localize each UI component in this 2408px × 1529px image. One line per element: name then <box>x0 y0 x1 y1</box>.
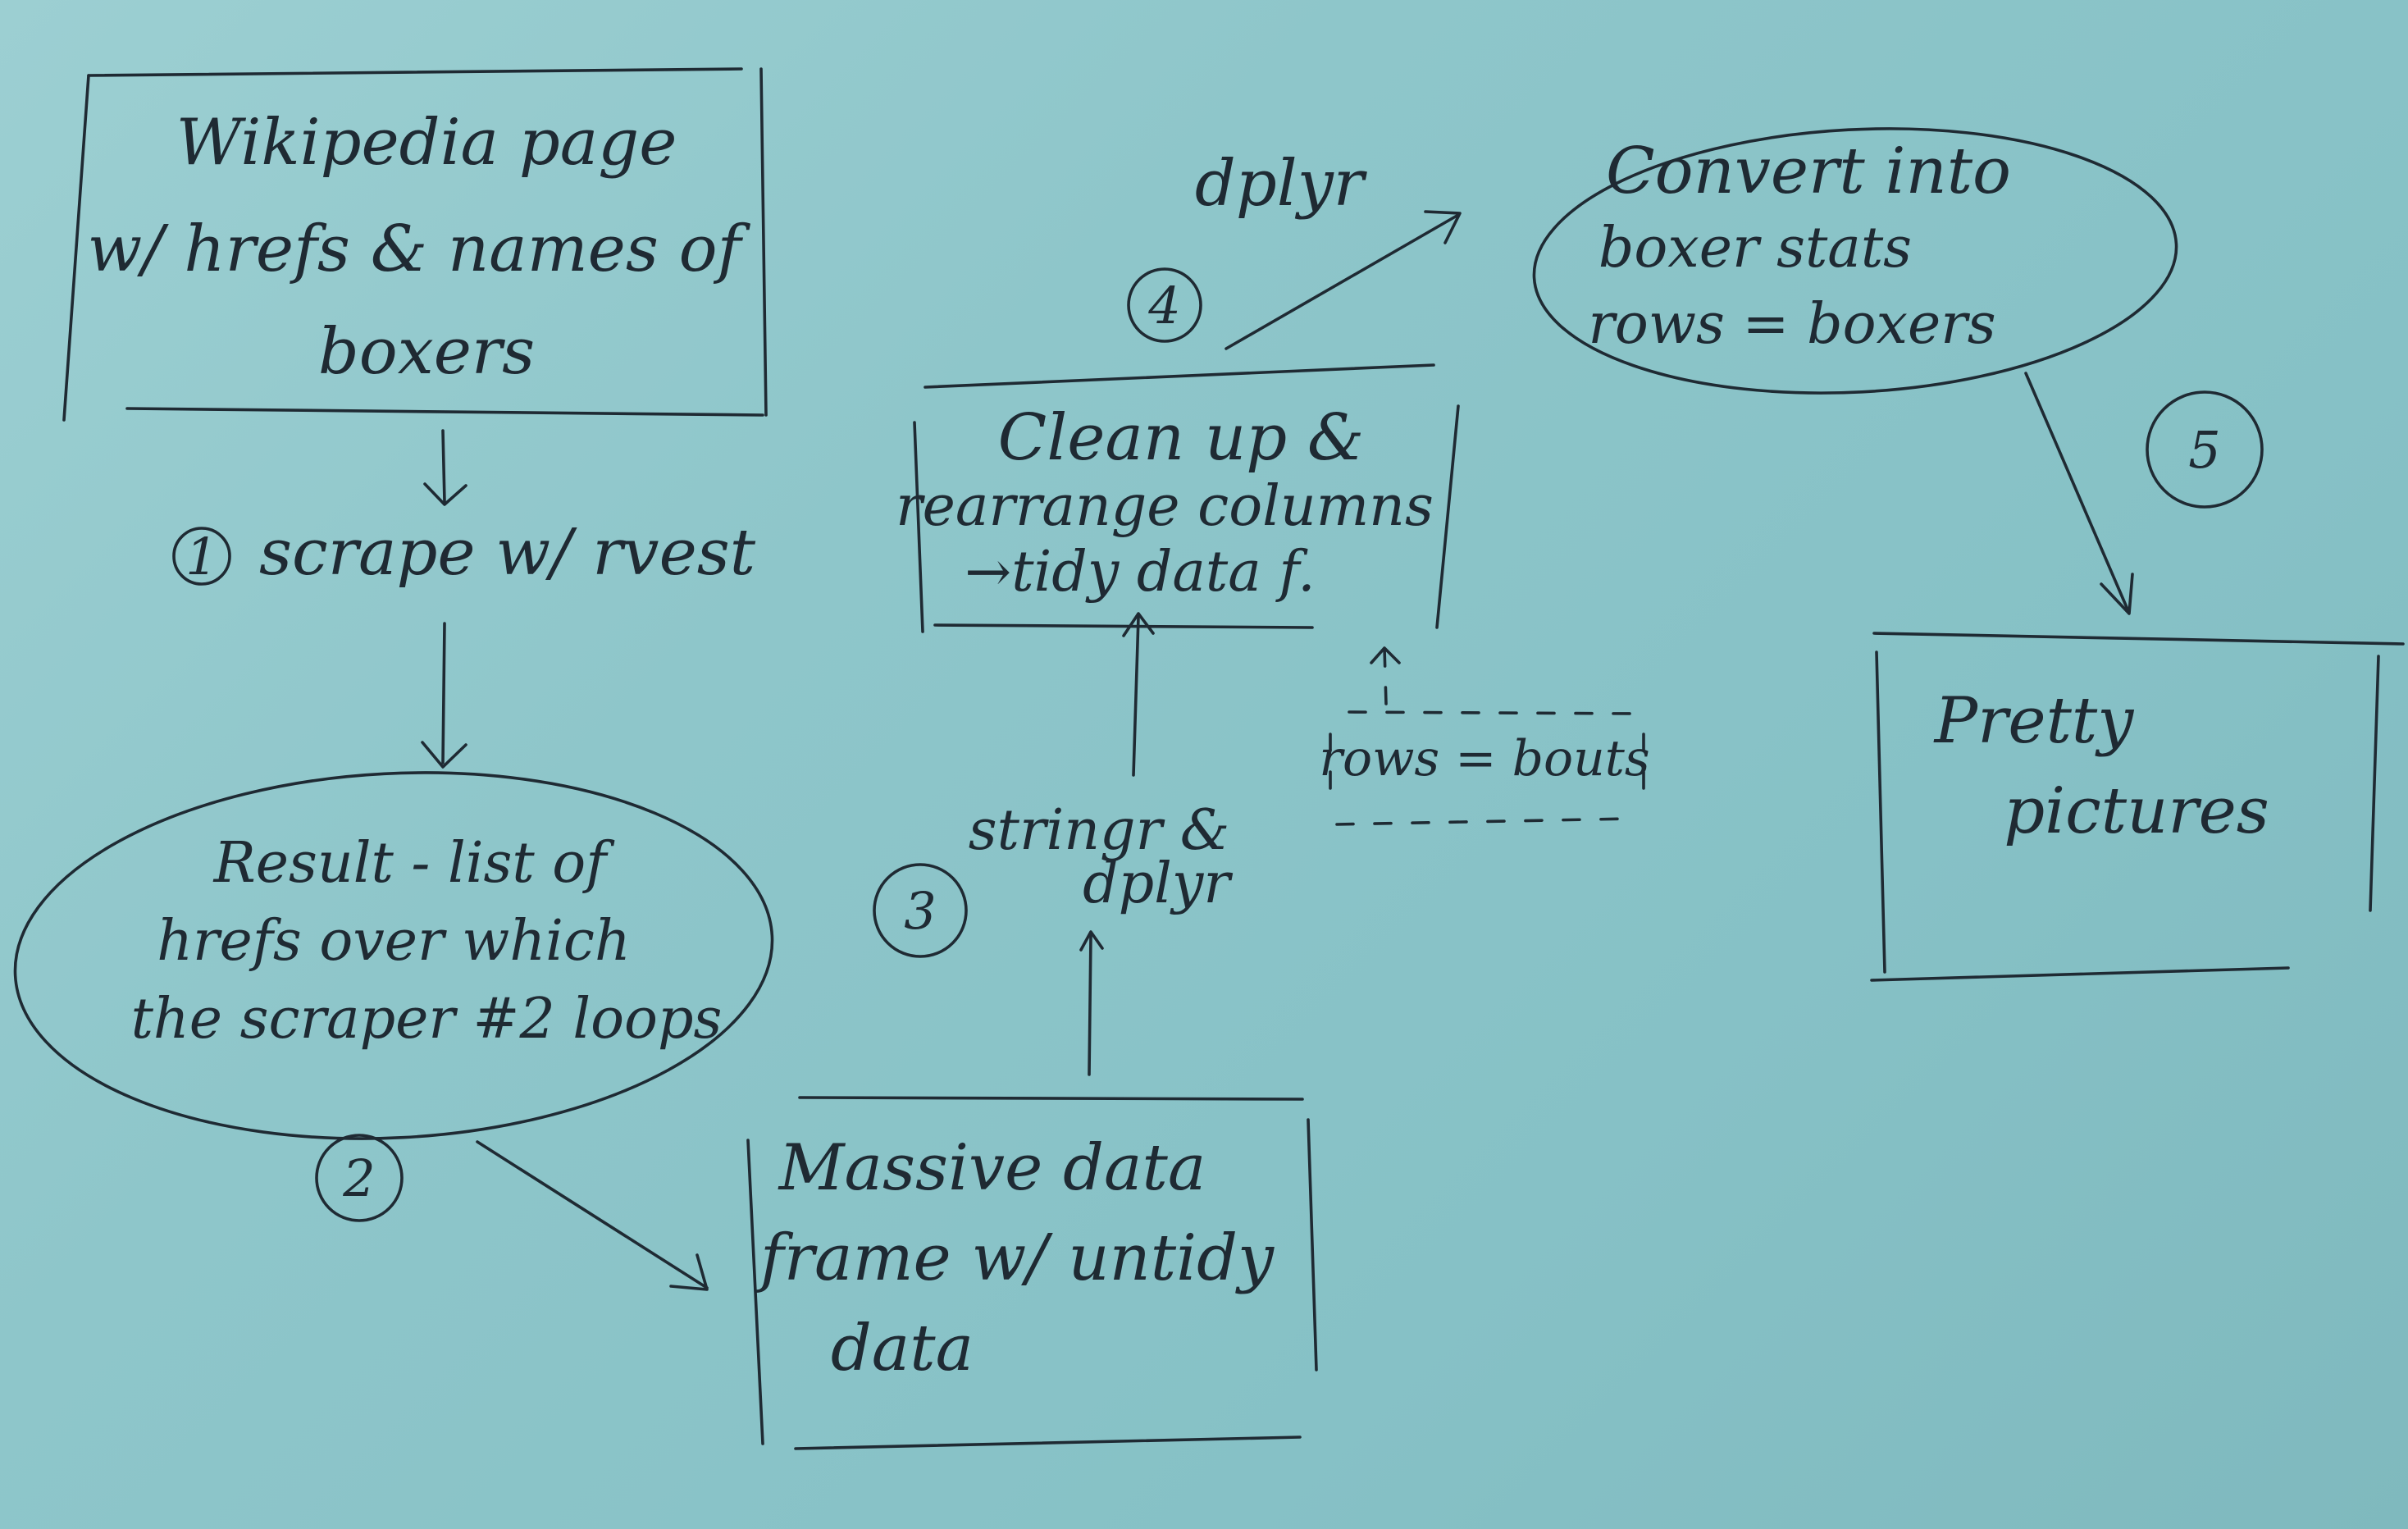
step-1-number: 1 <box>185 527 217 586</box>
arrow-massive-to-stringr <box>1079 930 1104 1076</box>
step-3: 3 stringr & dplyr <box>873 798 1233 958</box>
step-4-number: 4 <box>1147 276 1180 335</box>
result-line-1: Result - list of <box>212 831 616 896</box>
wikipedia-box-line-3: boxers <box>318 315 535 389</box>
convert-ellipse: Convert into boxer stats rows = boxers <box>1532 127 2178 395</box>
step-2: 2 <box>315 1134 404 1222</box>
result-ellipse: Result - list of hrefs over which the sc… <box>13 771 774 1140</box>
arrow-result-to-massive <box>476 1140 709 1291</box>
rows-bouts-label: rows = bouts <box>1319 730 1649 787</box>
step-1: 1 scrape w/ rvest <box>172 516 756 590</box>
arrow-scrape-to-result <box>421 622 467 769</box>
cleanup-line-3: →tidy data f. <box>965 540 1316 605</box>
wikipedia-box: Wikipedia page w/ hrefs & names of boxer… <box>62 67 768 422</box>
pretty-pictures-box: Pretty pictures <box>1870 632 2405 982</box>
pretty-line-2: pictures <box>2004 774 2269 848</box>
step-2-number: 2 <box>342 1148 375 1208</box>
step-3-label-line-2: dplyr <box>1083 851 1233 916</box>
step-5-number: 5 <box>2188 420 2220 480</box>
clean-up-box: Clean up & rearrange columns →tidy data … <box>896 363 1460 633</box>
massive-line-3: data <box>831 1312 974 1385</box>
wikipedia-box-line-2: w/ hrefs & names of <box>88 212 751 286</box>
step-3-number: 3 <box>904 881 936 941</box>
massive-line-1: Massive data <box>778 1131 1206 1205</box>
convert-line-2: boxer stats <box>1598 216 1912 281</box>
massive-line-2: frame w/ untidy <box>756 1221 1275 1295</box>
cleanup-line-1: Clean up & <box>998 401 1365 475</box>
wikipedia-box-line-1: Wikipedia page <box>176 106 677 180</box>
step-4-label: dplyr <box>1195 147 1368 221</box>
convert-line-1: Convert into <box>1606 135 2011 208</box>
step-4: 4 dplyr <box>1127 147 1368 343</box>
result-line-3: the scraper #2 loops <box>131 987 723 1052</box>
arrow-wikipedia-to-scrape <box>423 429 467 506</box>
step-5: 5 <box>2146 390 2264 509</box>
step-3-label-line-1: stringr & <box>969 798 1229 863</box>
arrow-dplyr-to-convert <box>1225 210 1462 350</box>
rows-bouts-note: rows = bouts <box>1319 646 1650 826</box>
convert-line-3: rows = boxers <box>1588 292 1995 357</box>
pretty-line-1: Pretty <box>1933 684 2135 758</box>
arrow-convert-to-pretty <box>2024 372 2134 615</box>
massive-data-box: Massive data frame w/ untidy data <box>746 1096 1318 1450</box>
result-line-2: hrefs over which <box>157 909 631 974</box>
cleanup-line-2: rearrange columns <box>896 474 1434 539</box>
step-1-label: scrape w/ rvest <box>259 516 756 590</box>
arrow-stringr-to-cleanup <box>1122 612 1155 777</box>
